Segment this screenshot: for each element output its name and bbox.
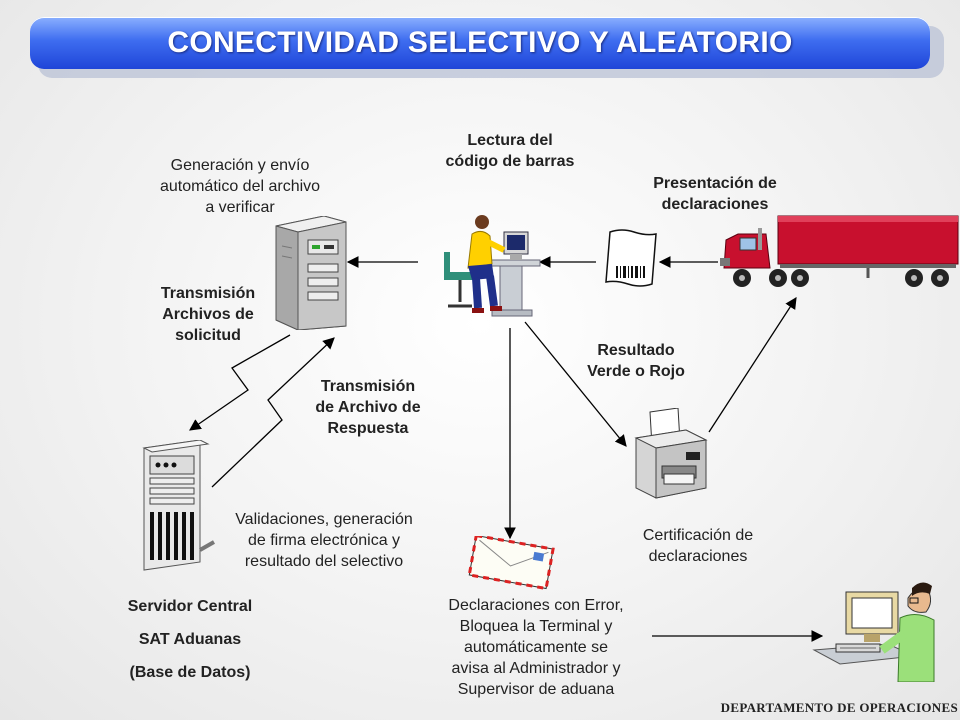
label-servidor-line2: SAT Aduanas <box>138 631 242 648</box>
envelope-icon <box>467 536 555 590</box>
label-declaraciones-error-line5: Supervisor de aduana <box>457 681 615 698</box>
arrow-transmision-respuesta <box>211 337 335 488</box>
label-servidor-line1: Servidor Central <box>127 598 253 615</box>
operator-computer-icon <box>444 215 541 317</box>
label-generacion: Generación y envío automático del archiv… <box>130 155 350 218</box>
truck-icon <box>720 215 959 287</box>
label-transmision-respuesta-line2: de Archivo de <box>315 399 421 416</box>
label-generacion-line2: automático del archivo <box>159 178 321 195</box>
label-declaraciones-error-line4: avisa al Administrador y <box>451 660 621 677</box>
label-declaraciones-error-line2: Bloquea la Terminal y <box>459 618 613 635</box>
footer-department: DEPARTAMENTO DE OPERACIONES <box>720 700 958 715</box>
label-declaraciones-error-line3: automáticamente se <box>463 639 609 656</box>
printer-icon <box>634 408 708 499</box>
title-banner: CONECTIVIDAD SELECTIVO Y ALEATORIO <box>30 17 930 69</box>
label-certificacion-line2: declaraciones <box>648 548 748 565</box>
label-servidor-line3: (Base de Datos) <box>129 664 251 681</box>
label-transmision-solicitud-line2: Archivos de <box>162 306 254 323</box>
label-transmision-solicitud: Transmisión Archivos de solicitud <box>128 283 288 346</box>
label-declaraciones-error-line1: Declaraciones con Error, <box>448 597 624 614</box>
arrow-printer-to-truck <box>708 297 797 433</box>
label-presentacion: Presentación de declaraciones <box>620 173 810 215</box>
label-validaciones-line1: Validaciones, generación <box>235 511 413 528</box>
page-title: CONECTIVIDAD SELECTIVO Y ALEATORIO <box>167 26 793 59</box>
label-transmision-respuesta-line3: Respuesta <box>327 420 409 437</box>
barcode-document-icon <box>605 229 657 287</box>
label-resultado-line1: Resultado <box>597 342 675 359</box>
label-certificacion: Certificación de declaraciones <box>612 525 784 567</box>
label-lectura: Lectura del código de barras <box>420 130 600 172</box>
label-validaciones-line2: de firma electrónica y <box>247 532 401 549</box>
label-lectura-line1: Lectura del <box>467 132 553 149</box>
label-presentacion-line2: declaraciones <box>661 196 769 213</box>
label-transmision-solicitud-line3: solicitud <box>175 327 241 344</box>
arrow-transmision-solicitud <box>189 334 291 431</box>
label-certificacion-line1: Certificación de <box>642 527 754 544</box>
label-resultado-line2: Verde o Rojo <box>587 363 685 380</box>
label-transmision-respuesta: Transmisión de Archivo de Respuesta <box>288 376 448 439</box>
label-lectura-line2: código de barras <box>445 153 575 170</box>
central-server-icon <box>142 440 215 571</box>
supervisor-computer-icon <box>812 582 935 682</box>
server-tower-icon <box>275 216 347 330</box>
label-generacion-line3: a verificar <box>205 199 275 216</box>
label-servidor: Servidor Central SAT Aduanas (Base de Da… <box>100 590 280 689</box>
label-presentacion-line1: Presentación de <box>653 175 777 192</box>
label-validaciones-line3: resultado del selectivo <box>244 553 404 570</box>
label-validaciones: Validaciones, generación de firma electr… <box>206 509 442 572</box>
label-transmision-respuesta-line1: Transmisión <box>320 378 416 395</box>
label-resultado: Resultado Verde o Rojo <box>556 340 716 382</box>
label-generacion-line1: Generación y envío <box>170 157 310 174</box>
label-transmision-solicitud-line1: Transmisión <box>160 285 256 302</box>
arrow-operator-to-printer <box>524 321 627 447</box>
label-declaraciones-error: Declaraciones con Error, Bloquea la Term… <box>418 595 654 700</box>
